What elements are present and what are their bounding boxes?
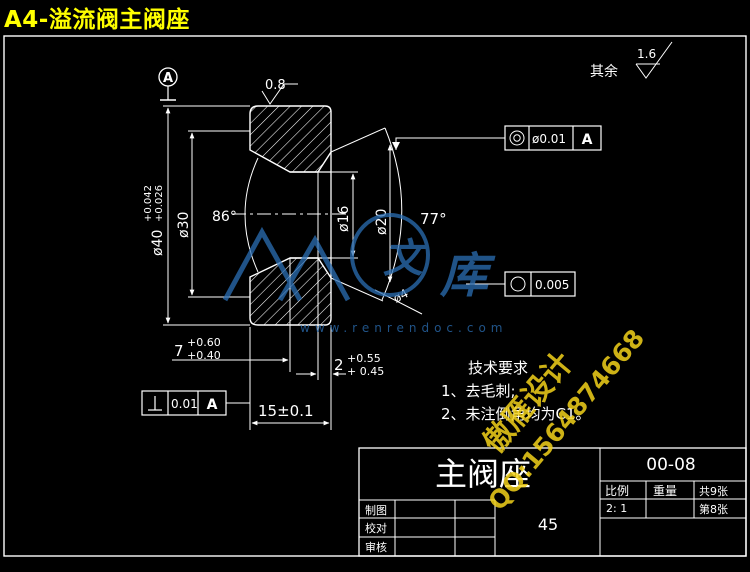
circularity-icon (510, 276, 526, 292)
perpendicularity-datum: A (207, 397, 218, 413)
watermark-site: www.renrendoc.com (300, 321, 507, 335)
upper-wall-section (249, 105, 332, 173)
roughness-face-value: 0.8 (265, 78, 286, 93)
dim-d16-label: ø16 (336, 206, 352, 232)
material: 45 (538, 515, 558, 534)
dim-2-lower: + 0.45 (347, 365, 384, 378)
dim-d40: ø40 +0.042 +0.026 (143, 105, 250, 326)
concentricity-icon (509, 130, 525, 146)
dim-2: 2 +0.55 + 0.45 (296, 258, 384, 430)
part-name: 主阀座 (435, 455, 531, 493)
drawing-number: 00-08 (646, 455, 695, 475)
roughness-rest-value: 1.6 (637, 47, 656, 61)
scale-value: 2: 1 (606, 502, 627, 515)
datum-symbol: A (158, 67, 178, 101)
concentricity-frame: ø0.01 A (392, 125, 602, 151)
roughness-rest-label: 其余 (590, 63, 618, 80)
perpendicularity-value: 0.01 (171, 397, 198, 411)
perpendicularity-frame: 0.01 A (141, 390, 250, 416)
dim-7-label: 7 (174, 342, 184, 360)
title-block: 主阀座 00-08 比例 重量 共9张 2: 1 第8张 制图 校对 审核 45 (358, 447, 747, 557)
dim-d30: ø30 (176, 130, 250, 298)
roughness-face: 0.8 (261, 78, 298, 105)
dim-length-label: 15±0.1 (258, 402, 314, 420)
concentricity-datum: A (582, 132, 593, 148)
dim-7-lower: +0.40 (187, 349, 221, 362)
watermark-logo: 文 库 www.renrendoc.com (222, 213, 507, 335)
dim-d16: ø16 (331, 171, 358, 259)
datum-label: A (163, 71, 173, 86)
angle-86-label: 86° (212, 209, 237, 225)
dim-7-upper: +0.60 (187, 336, 221, 349)
roughness-rest: 其余 1.6 (590, 41, 673, 80)
dim-d20-label: ø20 (374, 209, 390, 235)
total-sheets: 共9张 (699, 485, 728, 498)
dim-d40-lower: +0.026 (154, 185, 165, 222)
scale-label: 比例 (605, 484, 629, 498)
dim-d30-label: ø30 (176, 212, 192, 238)
tech-title: 技术要求 (468, 359, 528, 377)
angle-77-label: 77° (420, 210, 447, 228)
watermark-char-ku: 库 (439, 248, 496, 304)
dim-d40-upper: +0.042 (143, 185, 154, 222)
perpendicularity-icon (148, 396, 162, 411)
part-section (232, 105, 403, 326)
watermark-char-wen: 文 (383, 236, 429, 282)
dim-length: 15±0.1 (251, 402, 330, 426)
drawn-by-label: 制图 (365, 504, 387, 517)
tech-item-2: 2、未注倒角均为C1。 (441, 405, 591, 423)
checked-by-label: 校对 (365, 521, 387, 535)
approved-by-label: 审核 (365, 540, 387, 554)
concentricity-value: ø0.01 (532, 132, 566, 146)
circularity-value: 0.005 (535, 278, 569, 292)
drawing-frame (3, 35, 747, 557)
tech-item-1: 1、去毛刺; (441, 382, 516, 400)
weight-label: 重量 (653, 484, 677, 498)
drawing-heading: A4-溢流阀主阀座 (4, 7, 190, 33)
dim-d40-label: ø40 (150, 230, 166, 256)
dim-2-upper: +0.55 (347, 352, 381, 365)
sheet-number: 第8张 (699, 502, 728, 516)
tech-requirements: 技术要求 1、去毛刺; 2、未注倒角均为C1。 (441, 359, 591, 423)
circularity-frame: 0.005 (466, 271, 576, 297)
dim-2-label: 2 (334, 356, 344, 374)
